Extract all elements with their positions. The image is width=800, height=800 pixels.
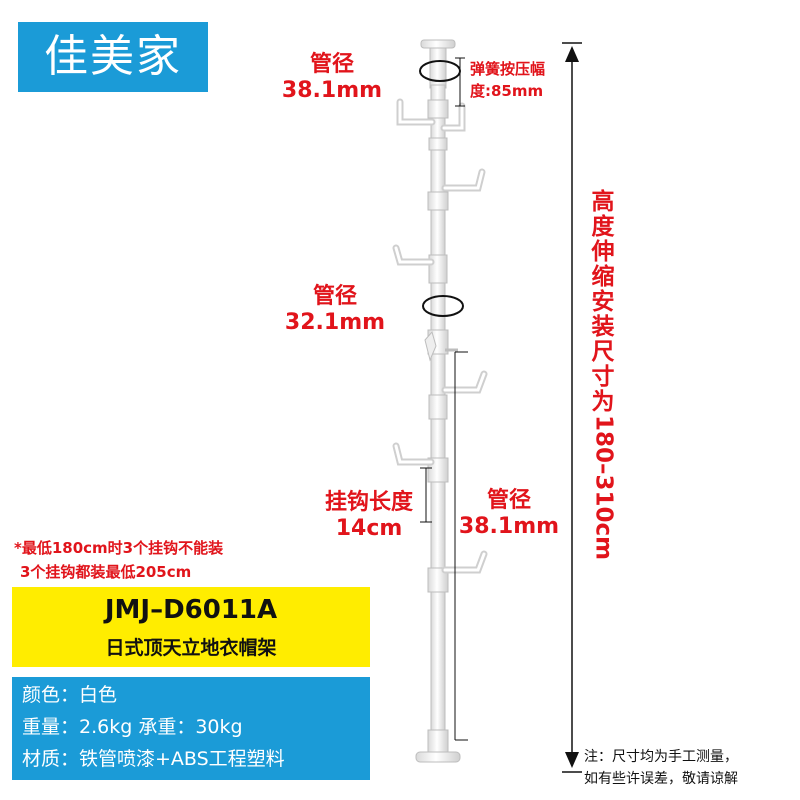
mid-pipe-label: 管径 32.1mm [284, 284, 386, 335]
install-warning: *最低180cm时3个挂钩不能装 3个挂钩都装最低205cm [14, 539, 224, 581]
hook-length-label: 挂钩长度 14cm [324, 490, 413, 541]
spec-color: 颜色：白色 [22, 684, 118, 706]
low-pipe-label: 管径 38.1mm [458, 488, 560, 539]
spring-label: 弹簧按压幅 度:85mm [470, 60, 546, 100]
spec-box: 颜色：白色 重量：2.6kg 承重：30kg 材质：铁管喷漆+ABS工程塑料 [12, 677, 370, 780]
brand-logo: 佳美家 [18, 22, 208, 92]
measurement-note: 注：尺寸均为手工测量， 如有些许误差，敬请谅解 [584, 749, 738, 787]
base-foot [415, 751, 461, 763]
model-number: JMJ–D6011A [104, 595, 278, 625]
height-range-label: 高 度 伸 缩 安 装 尺 寸 为 180–310cm [590, 189, 617, 561]
top-pipe-label: 管径 38.1mm [281, 52, 383, 103]
spec-weight: 重量：2.6kg 承重：30kg [22, 716, 243, 738]
height-arrow [562, 42, 582, 773]
mid-diameter-marker [422, 295, 464, 317]
top-cap [420, 39, 456, 49]
product-title-box: JMJ–D6011A 日式顶天立地衣帽架 [12, 587, 370, 667]
spec-material: 材质：铁管喷漆+ABS工程塑料 [22, 748, 285, 770]
product-name: 日式顶天立地衣帽架 [105, 637, 277, 659]
